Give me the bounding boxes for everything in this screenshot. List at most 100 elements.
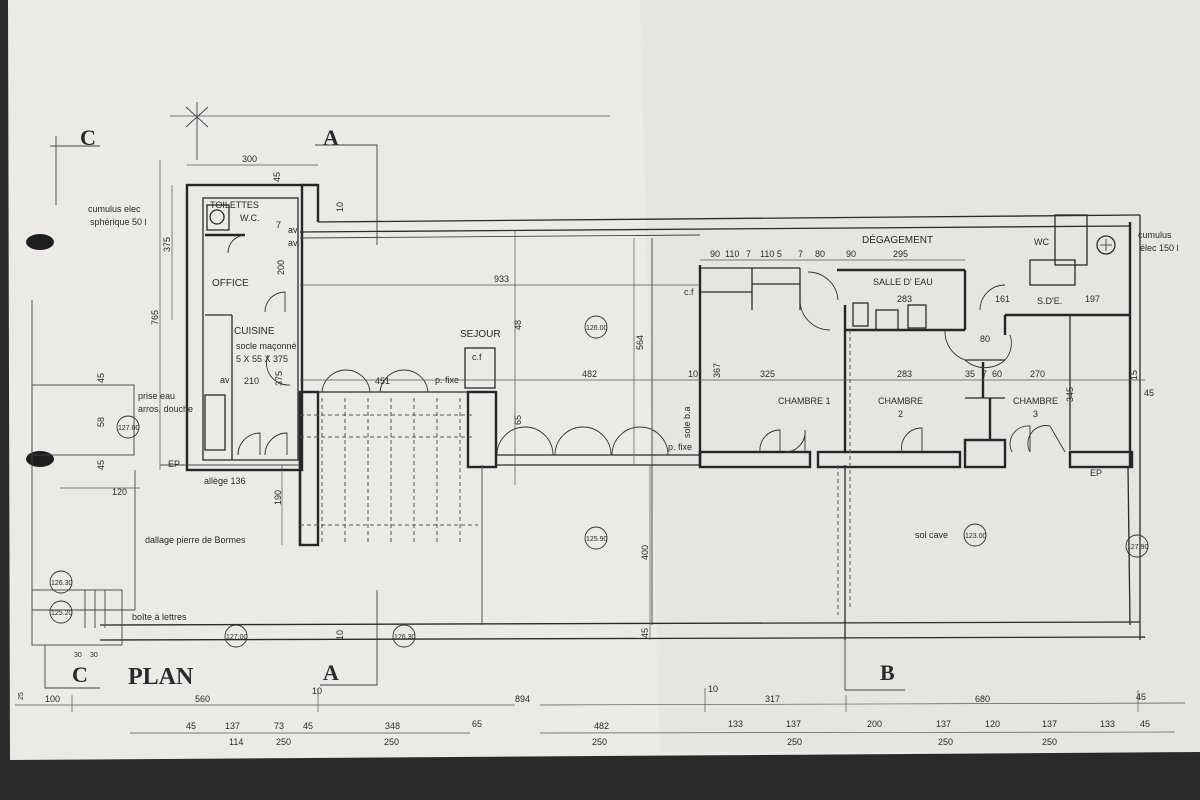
section-a-top: A	[323, 125, 339, 150]
dimension-label: 270	[1030, 369, 1045, 379]
dimension-label: 300	[242, 154, 257, 164]
note-prise-eau-1: prise eau	[138, 391, 175, 401]
note-cf-2: c.f	[684, 287, 694, 297]
dimension-label: 10	[708, 684, 718, 694]
dimension-label: 110	[725, 249, 739, 259]
dimension-label: 250	[384, 737, 399, 747]
dimension-label: 45	[1136, 692, 1146, 702]
dimension-label: 190	[273, 490, 283, 505]
bottom-dimension-chains: 100 560 894 10 317 680 45 10 45 137 73 4…	[15, 684, 1186, 747]
dimension-label: 90	[710, 249, 720, 259]
section-a-bottom: A	[323, 660, 339, 685]
room-label-sejour: SEJOUR	[460, 329, 501, 340]
dimension-label: 30	[74, 652, 82, 659]
level-marker: 126.30	[394, 634, 416, 641]
room-label-chambre-1: CHAMBRE 1	[778, 396, 831, 406]
dimension-label: 58	[96, 417, 106, 427]
sejour-doors	[321, 369, 669, 456]
dimension-label: 45	[272, 172, 282, 182]
dimension-label: 60	[992, 369, 1002, 379]
level-marker: 126.00	[586, 325, 608, 332]
dimension-label: 375	[274, 371, 284, 386]
note-cumulus-left-1: cumulus elec	[88, 204, 141, 214]
dimension-label: 7	[746, 249, 751, 259]
dimension-label: 45	[96, 460, 106, 470]
section-b: B	[880, 660, 895, 685]
dimension-label: 80	[980, 334, 990, 344]
room-label-toilettes: TOILETTES	[210, 200, 259, 210]
note-pfixe-2: p. fixe	[668, 442, 692, 452]
room-label-wc-2: WC	[1034, 237, 1049, 247]
dimension-label: 73	[274, 721, 284, 731]
note-av-1: av	[288, 225, 298, 235]
level-marker: 127.90	[1127, 544, 1149, 551]
dimension-label: 120	[112, 487, 127, 497]
bedroom-doors	[759, 271, 1066, 453]
note-sol-cave: sol cave	[915, 530, 948, 540]
dimension-label: 137	[786, 719, 801, 729]
dimension-label: 283	[897, 369, 912, 379]
dimension-label: 325	[760, 369, 775, 379]
note-cf-1: c.f	[472, 352, 482, 362]
interior-dimensions: 300 45 10 375 765 200 7 933 482 564 45 1…	[18, 154, 1154, 700]
dimension-label: 210	[244, 376, 259, 386]
note-boite-lettres: boîte à lettres	[132, 612, 187, 622]
level-marker: 127.00	[118, 425, 140, 432]
dimension-label: 137	[936, 719, 951, 729]
dimension-label: 45	[1144, 388, 1154, 398]
dimension-label: 100	[45, 694, 60, 704]
dimension-label: 317	[765, 694, 780, 704]
dimension-label: 45	[186, 721, 196, 731]
dimension-label: 45	[640, 628, 650, 638]
note-dallage: dallage pierre de Bormes	[145, 535, 246, 545]
level-marker: 127.00	[226, 634, 248, 641]
dimension-label: 250	[787, 737, 802, 747]
level-marker: 126.30	[51, 580, 73, 587]
dimension-label: 250	[276, 737, 291, 747]
dimension-label: 161	[995, 294, 1010, 304]
note-ep-right: EP	[1090, 468, 1102, 478]
room-label-degagement: DÉGAGEMENT	[862, 233, 933, 246]
dimension-label: 7	[276, 220, 281, 230]
note-cumulus-right-1: cumulus	[1138, 230, 1172, 240]
note-sole: sole b.a	[682, 406, 692, 438]
dimension-label: 560	[195, 694, 210, 704]
dimension-label: 45	[303, 721, 313, 731]
dimension-label: 80	[815, 249, 825, 259]
dimension-label: 482	[594, 721, 609, 731]
dimension-label: 10	[312, 686, 322, 696]
room-label-cuisine: CUISINE	[234, 326, 275, 337]
room-label-salle-deau: SALLE D' EAU	[873, 277, 933, 287]
dimension-label: 250	[938, 737, 953, 747]
dimension-label: 137	[225, 721, 240, 731]
room-label-chambre-3-number: 3	[1033, 409, 1038, 419]
dimension-label: 765	[150, 310, 160, 325]
room-label-sde: S.D'E.	[1037, 296, 1062, 306]
level-marker: 125.20	[51, 610, 73, 617]
dimension-label: 30	[90, 652, 98, 659]
room-label-chambre-2-number: 2	[898, 409, 903, 419]
dimension-label: 7	[982, 369, 987, 379]
paper-fold-shade	[640, 0, 1200, 752]
room-label-office: OFFICE	[212, 278, 249, 289]
note-cumulus-right-2: élec 150 l	[1140, 243, 1179, 253]
note-ep-left: EP	[168, 459, 180, 469]
dimension-label: 15	[1129, 370, 1139, 380]
dimension-label: 197	[1085, 294, 1100, 304]
dimension-label: 200	[867, 719, 882, 729]
dimension-label: 295	[893, 249, 908, 259]
note-allege: allège 136	[204, 476, 246, 486]
dimension-label: 25	[18, 692, 25, 700]
dimension-label: 65	[513, 415, 523, 425]
dimension-label: 90	[846, 249, 856, 259]
dimension-label: 45	[96, 373, 106, 383]
left-wing-walls	[185, 183, 320, 472]
dimension-label: 48	[513, 320, 523, 330]
dimension-label: 375	[162, 237, 172, 252]
level-markers: 127.00 126.00 125.90 123.00 127.90 126.3…	[49, 315, 1149, 648]
dimension-label: 35	[965, 369, 975, 379]
note-av-3: av	[220, 375, 230, 385]
dimension-label: 564	[635, 335, 645, 350]
terrace-and-cellar	[31, 238, 1146, 646]
